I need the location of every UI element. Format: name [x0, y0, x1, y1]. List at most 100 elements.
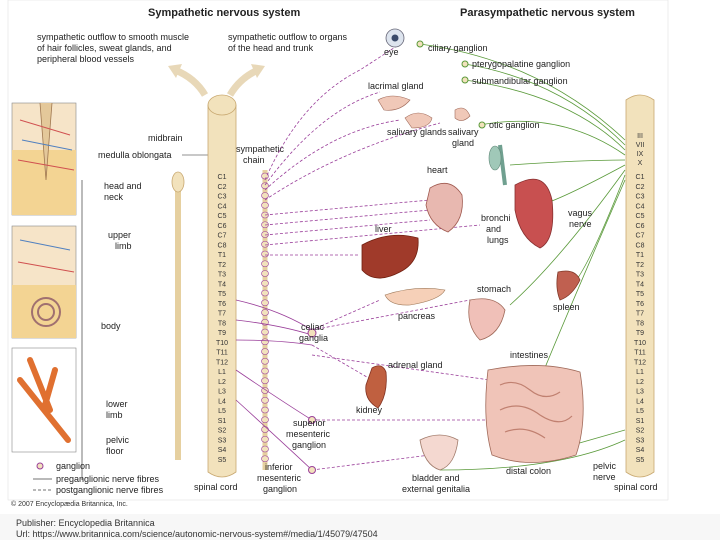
liver-shape — [361, 234, 419, 279]
label-sympathetic-chain-2: chain — [243, 155, 265, 165]
chain-ganglion — [261, 357, 269, 365]
label-bronchi: bronchi — [481, 213, 511, 223]
segment-label-left: S2 — [218, 428, 227, 435]
label-upper-limb-2: limb — [115, 241, 132, 251]
label-lungs: lungs — [487, 235, 509, 245]
intestines-shape — [485, 365, 584, 463]
segment-label-left: L1 — [218, 369, 226, 376]
label-stomach: stomach — [477, 284, 511, 294]
segment-label-right: L1 — [636, 369, 644, 376]
chain-ganglion — [261, 279, 269, 287]
chain-ganglion — [261, 328, 269, 336]
segment-label-right: C6 — [636, 223, 645, 230]
ciliary-ganglion-node — [416, 40, 424, 48]
label-adrenal: adrenal gland — [388, 360, 443, 370]
legend-preganglionic: preganglionic nerve fibres — [56, 474, 160, 484]
label-heart: heart — [427, 165, 448, 175]
label-submandibular: submandibular ganglion — [472, 76, 568, 86]
cranial-nerve-label: IX — [637, 151, 644, 158]
legend-ganglion-icon — [36, 462, 44, 470]
segment-label-left: C6 — [218, 223, 227, 230]
eye-pupil-icon — [391, 34, 399, 42]
kidney-shape — [365, 365, 387, 409]
cervical-ganglion-left — [171, 171, 185, 193]
segment-label-right: S1 — [636, 418, 645, 425]
stomach-shape — [468, 298, 506, 341]
label-sympathetic-chain-1: sympathetic — [236, 144, 285, 154]
label-celiac-2: ganglia — [299, 333, 328, 343]
label-kidney: kidney — [356, 405, 383, 415]
segment-label-left: C2 — [218, 184, 227, 191]
lung-shape — [514, 178, 554, 249]
segment-label-right: C8 — [636, 242, 645, 249]
label-and: and — [486, 224, 501, 234]
label-salivary-gland-1: salivary — [448, 127, 479, 137]
inferior-mesenteric-node — [308, 466, 316, 474]
chain-ganglion — [261, 250, 269, 258]
pancreas-shape — [384, 288, 446, 306]
label-head-neck-1: head and — [104, 181, 142, 191]
outflow-smooth-line2: of hair follicles, sweat glands, and — [37, 43, 172, 53]
label-bladder-2: external genitalia — [402, 484, 470, 494]
segment-label-right: C3 — [636, 194, 645, 201]
segment-label-right: T5 — [636, 291, 644, 298]
chain-ganglion — [261, 231, 269, 238]
label-vagus-1: vagus — [568, 208, 593, 218]
segment-label-left: T8 — [218, 320, 226, 327]
spinal-cord-left — [207, 94, 237, 478]
chain-ganglion — [261, 426, 269, 433]
chain-ganglion — [261, 445, 269, 453]
label-inferior-mesenteric-2: mesenteric — [257, 473, 302, 483]
segment-label-left: T7 — [218, 311, 226, 318]
legend: ganglion preganglionic nerve fibres post… — [33, 461, 164, 495]
chain-ganglion — [261, 396, 269, 404]
segment-label-right: S2 — [636, 428, 645, 435]
label-pelvic-nerve-2: nerve — [593, 472, 616, 482]
chain-ganglion — [261, 435, 269, 443]
chain-ganglion — [261, 387, 269, 394]
source-url: Url: https://www.britannica.com/science/… — [16, 529, 378, 539]
segment-labels-right: C1C2C3C4C5C6C7C8T1T2T3T4T5T6T7T8T9T10T11… — [634, 174, 646, 464]
segment-label-left: T3 — [218, 272, 226, 279]
segment-label-left: T12 — [216, 359, 228, 366]
segment-label-left: T2 — [218, 262, 226, 269]
cranial-nerve-label: X — [638, 160, 643, 167]
segment-label-left: T1 — [218, 252, 226, 259]
label-pterygopalatine: pterygopalatine ganglion — [472, 59, 570, 69]
label-intestines: intestines — [510, 350, 549, 360]
chain-ganglion — [261, 182, 269, 190]
title-sympathetic: Sympathetic nervous system — [148, 7, 300, 19]
label-body: body — [101, 321, 121, 331]
chain-ganglion — [261, 192, 269, 199]
segment-label-right: T6 — [636, 301, 644, 308]
label-salivary-gland-2: gland — [452, 138, 474, 148]
chain-ganglion — [261, 240, 269, 248]
label-medulla: medulla oblongata — [98, 150, 172, 160]
sympathetic-fibres — [264, 43, 500, 471]
skin-panel-middle — [11, 225, 77, 339]
trachea-shape — [498, 144, 507, 186]
label-liver: liver — [375, 224, 392, 234]
label-pancreas: pancreas — [398, 311, 436, 321]
segment-label-left: T9 — [218, 330, 226, 337]
outflow-organs-line1: sympathetic outflow to organs — [228, 32, 348, 42]
segment-label-left: S5 — [218, 457, 227, 464]
label-superior-mesenteric-3: ganglion — [292, 440, 326, 450]
segment-label-left: L4 — [218, 398, 226, 405]
segment-label-left: C8 — [218, 242, 227, 249]
chain-ganglion — [261, 455, 269, 463]
segment-label-left: C4 — [218, 203, 227, 210]
pterygopalatine-node — [461, 60, 469, 68]
segment-label-right: L4 — [636, 398, 644, 405]
segment-label-left: C1 — [218, 174, 227, 181]
source-footer: Publisher: Encyclopedia Britannica Url: … — [0, 514, 720, 540]
segment-label-right: T2 — [636, 262, 644, 269]
publisher-text: Publisher: Encyclopedia Britannica — [16, 518, 155, 528]
segment-label-right: L5 — [636, 408, 644, 415]
skin-panel-top — [11, 102, 77, 216]
chain-ganglion — [261, 338, 269, 346]
segment-label-left: S3 — [218, 437, 227, 444]
autonomic-nervous-system-diagram: Sympathetic nervous system Parasympathet… — [7, 0, 669, 508]
intestine-loops — [499, 381, 573, 439]
segment-label-right: T7 — [636, 311, 644, 318]
